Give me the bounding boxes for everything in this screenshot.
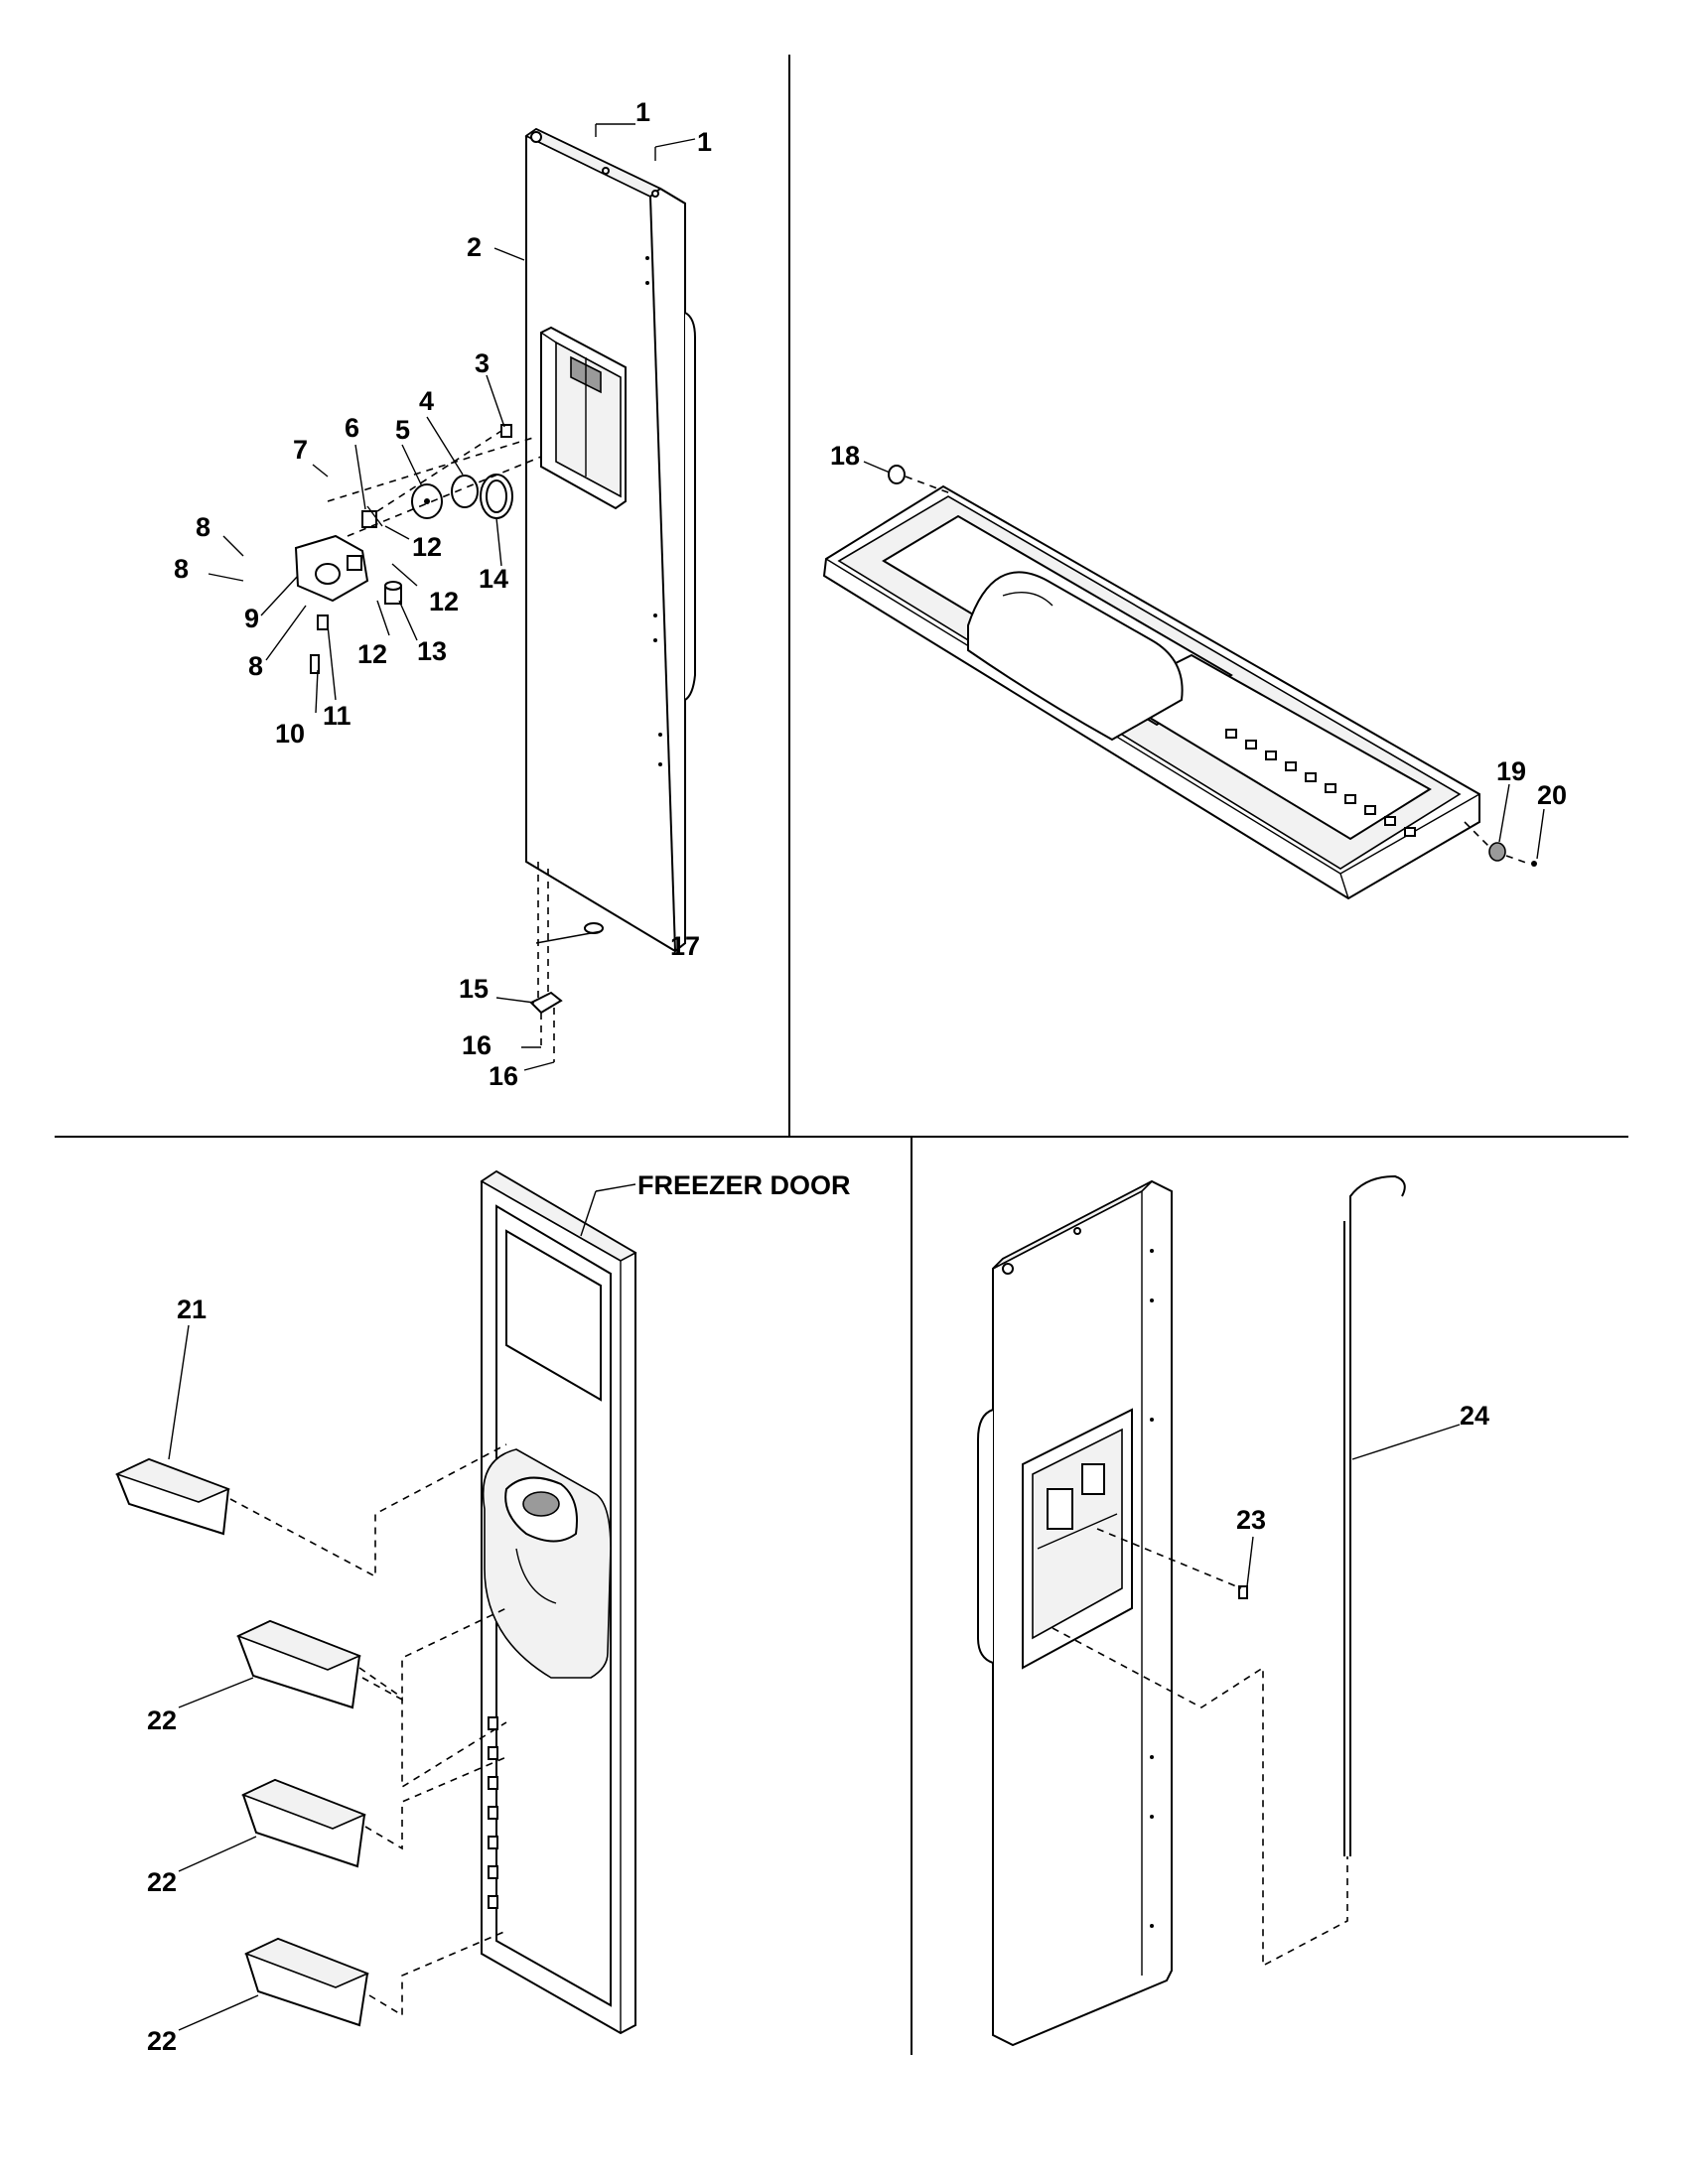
door-bin-22-middle	[240, 1778, 367, 1868]
label-5: 5	[395, 415, 410, 445]
door-bin-22-upper	[235, 1619, 362, 1709]
door-panel-top-left	[524, 127, 696, 954]
label-12-top: 12	[412, 532, 442, 562]
freezer-door-slots	[488, 1716, 498, 1909]
cover-slots	[1225, 729, 1416, 837]
label-8-top: 8	[196, 512, 210, 542]
label-14: 14	[479, 564, 508, 594]
door-bin-21	[114, 1457, 231, 1536]
label-10: 10	[275, 719, 305, 749]
door-right-side-holes	[1150, 1249, 1154, 1928]
label-13: 13	[417, 636, 447, 666]
label-23: 23	[1236, 1505, 1266, 1535]
label-16-top: 16	[462, 1030, 491, 1060]
door-side-holes	[645, 256, 662, 766]
label-21: 21	[177, 1295, 207, 1324]
label-18: 18	[830, 441, 860, 471]
door-bin-22-lower	[243, 1937, 370, 2027]
label-11: 11	[323, 701, 351, 731]
label-17: 17	[670, 931, 700, 961]
label-19: 19	[1496, 756, 1526, 786]
label-8-bottom: 8	[248, 651, 263, 681]
leaders-top-right	[863, 461, 1545, 860]
freezer-door-assembly	[114, 1169, 637, 2035]
label-24: 24	[1460, 1401, 1489, 1431]
label-3: 3	[475, 348, 490, 378]
label-2: 2	[467, 232, 482, 262]
label-7: 7	[293, 435, 308, 465]
label-12-middle: 12	[429, 587, 459, 616]
leaders-bottom-right	[1246, 1424, 1461, 1587]
label-22-middle: 22	[147, 1867, 177, 1897]
label-12-bottom: 12	[357, 639, 387, 669]
part-labels: 1 1 2 3 4 5 6 7 8 8 8 9 10 11 12 12 12 1…	[147, 97, 1567, 2056]
panel-dividers	[55, 55, 1628, 2055]
label-6: 6	[345, 413, 359, 443]
label-15: 15	[459, 974, 489, 1004]
label-1-right: 1	[697, 127, 712, 157]
label-16-bottom: 16	[489, 1061, 518, 1091]
label-4: 4	[419, 386, 434, 416]
label-1-left: 1	[635, 97, 650, 127]
leaders-top-left	[208, 123, 696, 1071]
label-9: 9	[244, 604, 259, 633]
label-22-upper: 22	[147, 1706, 177, 1735]
dispenser-cover-assembly	[822, 465, 1537, 900]
label-8-middle: 8	[174, 554, 189, 584]
label-22-lower: 22	[147, 2026, 177, 2056]
door-panel-bottom-right	[977, 1174, 1406, 2047]
label-20: 20	[1537, 780, 1567, 810]
freezer-door-caption: FREEZER DOOR	[637, 1170, 851, 1200]
leaders-bottom-left	[168, 1183, 636, 2031]
